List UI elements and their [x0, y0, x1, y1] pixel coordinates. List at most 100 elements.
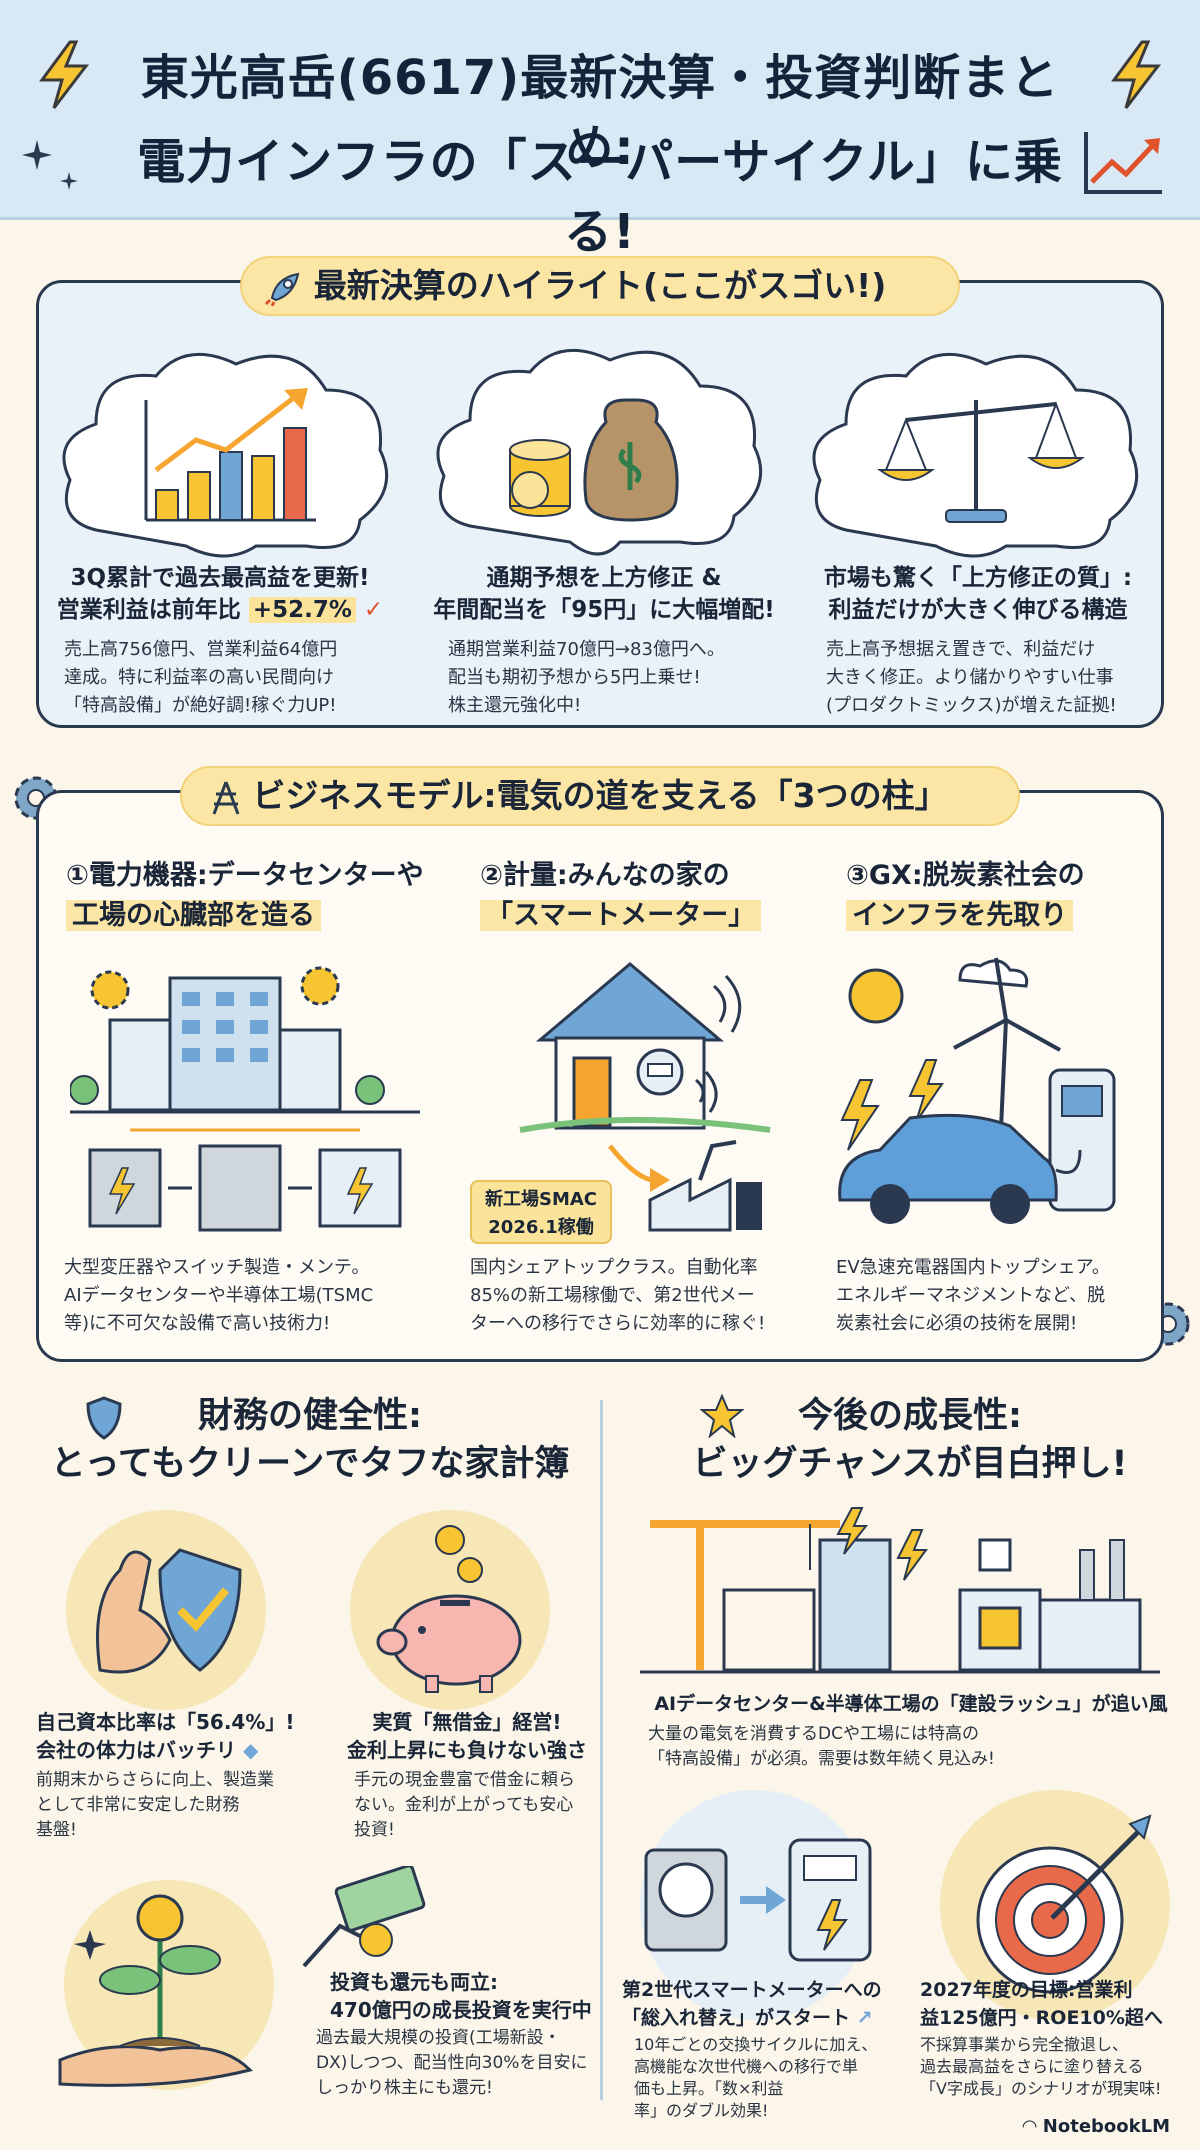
pillar-3-desc-2: エネルギーマネジメントなど、脱 [836, 1285, 1106, 1306]
growth-2-sub-2: 高機能な次世代機への移行で単 [634, 2057, 859, 2076]
pillar-2-desc-1: 国内シェアトップクラス。自動化率 [470, 1257, 758, 1278]
finance-1-head-2: 会社の体力はバッチリ [36, 1738, 236, 1762]
growth-2-head-2: 「総入れ替え」がスタート [622, 2007, 851, 2029]
finance-3-sub-1: 過去最大規模の投資(工場新設・ [316, 2028, 561, 2048]
page-title-line-2: 電力インフラの「スーパーサイクル」に乗る! [137, 134, 1063, 260]
trend-small-icon: ↗ [856, 2007, 873, 2029]
growth-1-sub-1: 大量の電気を消費するDCや工場には特高の [648, 1724, 979, 1744]
plant-coin-icon [58, 1894, 253, 2087]
business-title: ビジネスモデル:電気の道を支える「3つの柱」 [252, 776, 948, 815]
highlight-3-head-1: 市場も驚く「上方修正の質」: [823, 565, 1133, 591]
pillar-3-head-1: ③GX:脱炭素社会の [846, 860, 1085, 891]
growth-2-head-1: 第2世代スマートメーターへの [622, 1979, 882, 2001]
sparkle-icon [60, 172, 78, 190]
money-bag-icon [509, 398, 679, 522]
highlight-2-head-2: 年間配当を「95円」に大幅増配! [433, 597, 775, 623]
factory-transformer-icon [70, 966, 420, 1232]
highlight-1-sub-1: 売上高756億円、営業利益64億円 [64, 639, 338, 660]
growth-3-sub-2: 過去最高益をさらに塗り替える [920, 2057, 1144, 2076]
highlight-1-head-2: 営業利益は前年比 [56, 597, 241, 623]
growth-title-2: ビッグチャンスが目白押し! [692, 1444, 1128, 1484]
growth-3-head-2: 益125億円・ROE10%超へ [920, 2007, 1163, 2029]
pillar-1-desc-3: 等)に不可欠な設備で高い技術力! [64, 1313, 331, 1334]
highlights-title: 最新決算のハイライト(ここがスゴい!) [313, 266, 887, 305]
sparkle-icon [22, 140, 52, 170]
notebooklm-brand: ◠ NotebookLM [1023, 2116, 1170, 2137]
highlight-3-sub-3: (プロダクトミックス)が増えた証拠! [826, 695, 1117, 716]
growth-3-head-1: 2027年度の目標:営業利 [920, 1979, 1133, 2001]
pillar-3-head-2: インフラを先取り [846, 900, 1074, 931]
construction-crane-icon [640, 1507, 1160, 1674]
finance-3-head-1: 投資も還元も両立: [330, 1970, 498, 1994]
growth-1-head-1: AIデータセンター&半導体工場の「建設ラッシュ」が追い風 [654, 1693, 1168, 1715]
bar-chart-icon [144, 388, 316, 522]
highlight-1-sub-2: 達成。特に利益率の高い民間向け [64, 667, 334, 688]
pillar-2-head-1: ②計量:みんなの家の [480, 860, 730, 891]
target-arrow-icon [976, 1814, 1152, 1994]
finance-1-head-1: 自己資本比率は「56.4%」! [36, 1710, 295, 1734]
notebooklm-logo-icon: ◠ [1022, 2116, 1043, 2137]
section-divider [600, 1400, 603, 2100]
highlight-2-sub-1: 通期営業利益70億円→83億円へ。 [448, 639, 725, 660]
finance-3-head-2: 470億円の成長投資を実行中 [330, 1998, 592, 2022]
star-icon [700, 1394, 744, 1438]
highlight-3-sub-2: 大きく修正。より儲かりやすい仕事 [826, 667, 1114, 688]
pillar-1-desc-2: AIデータセンターや半導体工場(TSMC [64, 1285, 374, 1306]
finance-2-sub-1: 手元の現金豊富で借金に頼ら [354, 1770, 575, 1790]
highlight-1-head-1: 3Q累計で過去最高益を更新! [70, 565, 370, 591]
highlight-2-sub-3: 株主還元強化中! [448, 695, 582, 716]
highlight-1-growth-value: +52.7% [248, 597, 356, 623]
power-tower-icon [212, 781, 240, 815]
highlight-3-sub-1: 売上高予想据え置きで、利益だけ [826, 639, 1096, 660]
pillar-1-desc-1: 大型変圧器やスイッチ製造・メンテ。 [64, 1257, 370, 1278]
check-icon: ✓ [363, 597, 384, 623]
highlight-2-head-1: 通期予想を上方修正 & [486, 565, 722, 591]
growth-2-sub-4: 率」のダブル効果! [634, 2101, 769, 2120]
header-banner: 東光高岳(6617)最新決算・投資判断まとめ: 電力インフラの「スーパーサイクル… [0, 0, 1200, 260]
finance-title-2: とってもクリーンでタフな家計簿 [50, 1444, 570, 1484]
growth-title-1: 今後の成長性: [798, 1396, 1022, 1436]
finance-2-head-2: 金利上昇にも負けない強さ [347, 1738, 587, 1762]
shield-icon [86, 1396, 122, 1440]
finance-title-1: 財務の健全性: [198, 1396, 422, 1436]
ev-charger-icon [838, 957, 1116, 1224]
highlight-1-sub-3: 「特高設備」が絶好調!稼ぐ力UP! [64, 695, 337, 716]
growth-2-sub-1: 10年ごとの交換サイクルに加え、 [634, 2035, 878, 2054]
meter-swap-icon [644, 1838, 872, 1962]
highlight-cloud-2 [436, 348, 763, 556]
finance-2-head-1: 実質「無借金」経営! [372, 1710, 562, 1734]
pillar-3-desc-1: EV急速充電器国内トップシェア。 [836, 1257, 1110, 1278]
pillar-2-desc-2: 85%の新工場稼働で、第2世代メー [470, 1285, 755, 1306]
trend-up-chart-icon [1084, 132, 1162, 194]
lightning-bolt-icon [39, 40, 90, 109]
business-title-pill: ビジネスモデル:電気の道を支える「3つの柱」 [180, 766, 1020, 826]
piggy-bank-icon [376, 1525, 522, 1693]
page-title-line-1: 東光高岳(6617)最新決算・投資判断まとめ: [140, 50, 1060, 176]
highlight-cloud-3 [812, 352, 1139, 558]
pillar-2-desc-3: ターへの移行でさらに効率的に稼ぐ! [470, 1313, 766, 1334]
smac-badge-line-1: 新工場SMAC [484, 1189, 598, 1210]
muscle-shield-icon [96, 1548, 242, 1674]
shield-small-icon: ◆ [242, 1738, 259, 1762]
growth-3-sub-1: 不採算事業から完全撤退し、 [920, 2035, 1129, 2054]
highlight-3-head-2: 利益だけが大きく伸びる構造 [828, 597, 1128, 623]
smac-factory-badge: 新工場SMAC 2026.1稼働 [470, 1180, 612, 1244]
finance-3-sub-2: DX)しつつ、配当性向30%を目安に [316, 2053, 588, 2073]
rocket-icon [264, 272, 300, 306]
growth-3-sub-3: 「V字成長」のシナリオが現実味! [920, 2079, 1162, 2098]
finance-1-sub-3: 基盤! [36, 1820, 77, 1840]
pillar-2-head-2: 「スマートメーター」 [480, 900, 762, 931]
finance-1-sub-2: として非常に安定した財務 [36, 1795, 240, 1815]
cash-hand-icon [302, 1866, 426, 1968]
growth-2-sub-3: 価も上昇。「数×利益 [634, 2079, 784, 2098]
pillar-3-desc-3: 炭素社会に必須の技術を展開! [836, 1313, 1078, 1334]
finance-2-sub-3: 投資! [354, 1820, 395, 1840]
finance-2-sub-2: ない。金利が上がっても安心 [354, 1795, 574, 1815]
highlights-title-pill: 最新決算のハイライト(ここがスゴい!) [240, 256, 960, 316]
pillar-1-head-2: 工場の心臓部を造る [66, 900, 321, 931]
brand-label: NotebookLM [1042, 2116, 1170, 2137]
pillar-1-head-1: ①電力機器:データセンターや [66, 860, 424, 891]
smart-meter-house-icon [519, 962, 771, 1232]
highlight-2-sub-2: 配当も期初予想から5円上乗せ! [448, 667, 701, 688]
lightning-bolt-icon [1111, 40, 1162, 109]
